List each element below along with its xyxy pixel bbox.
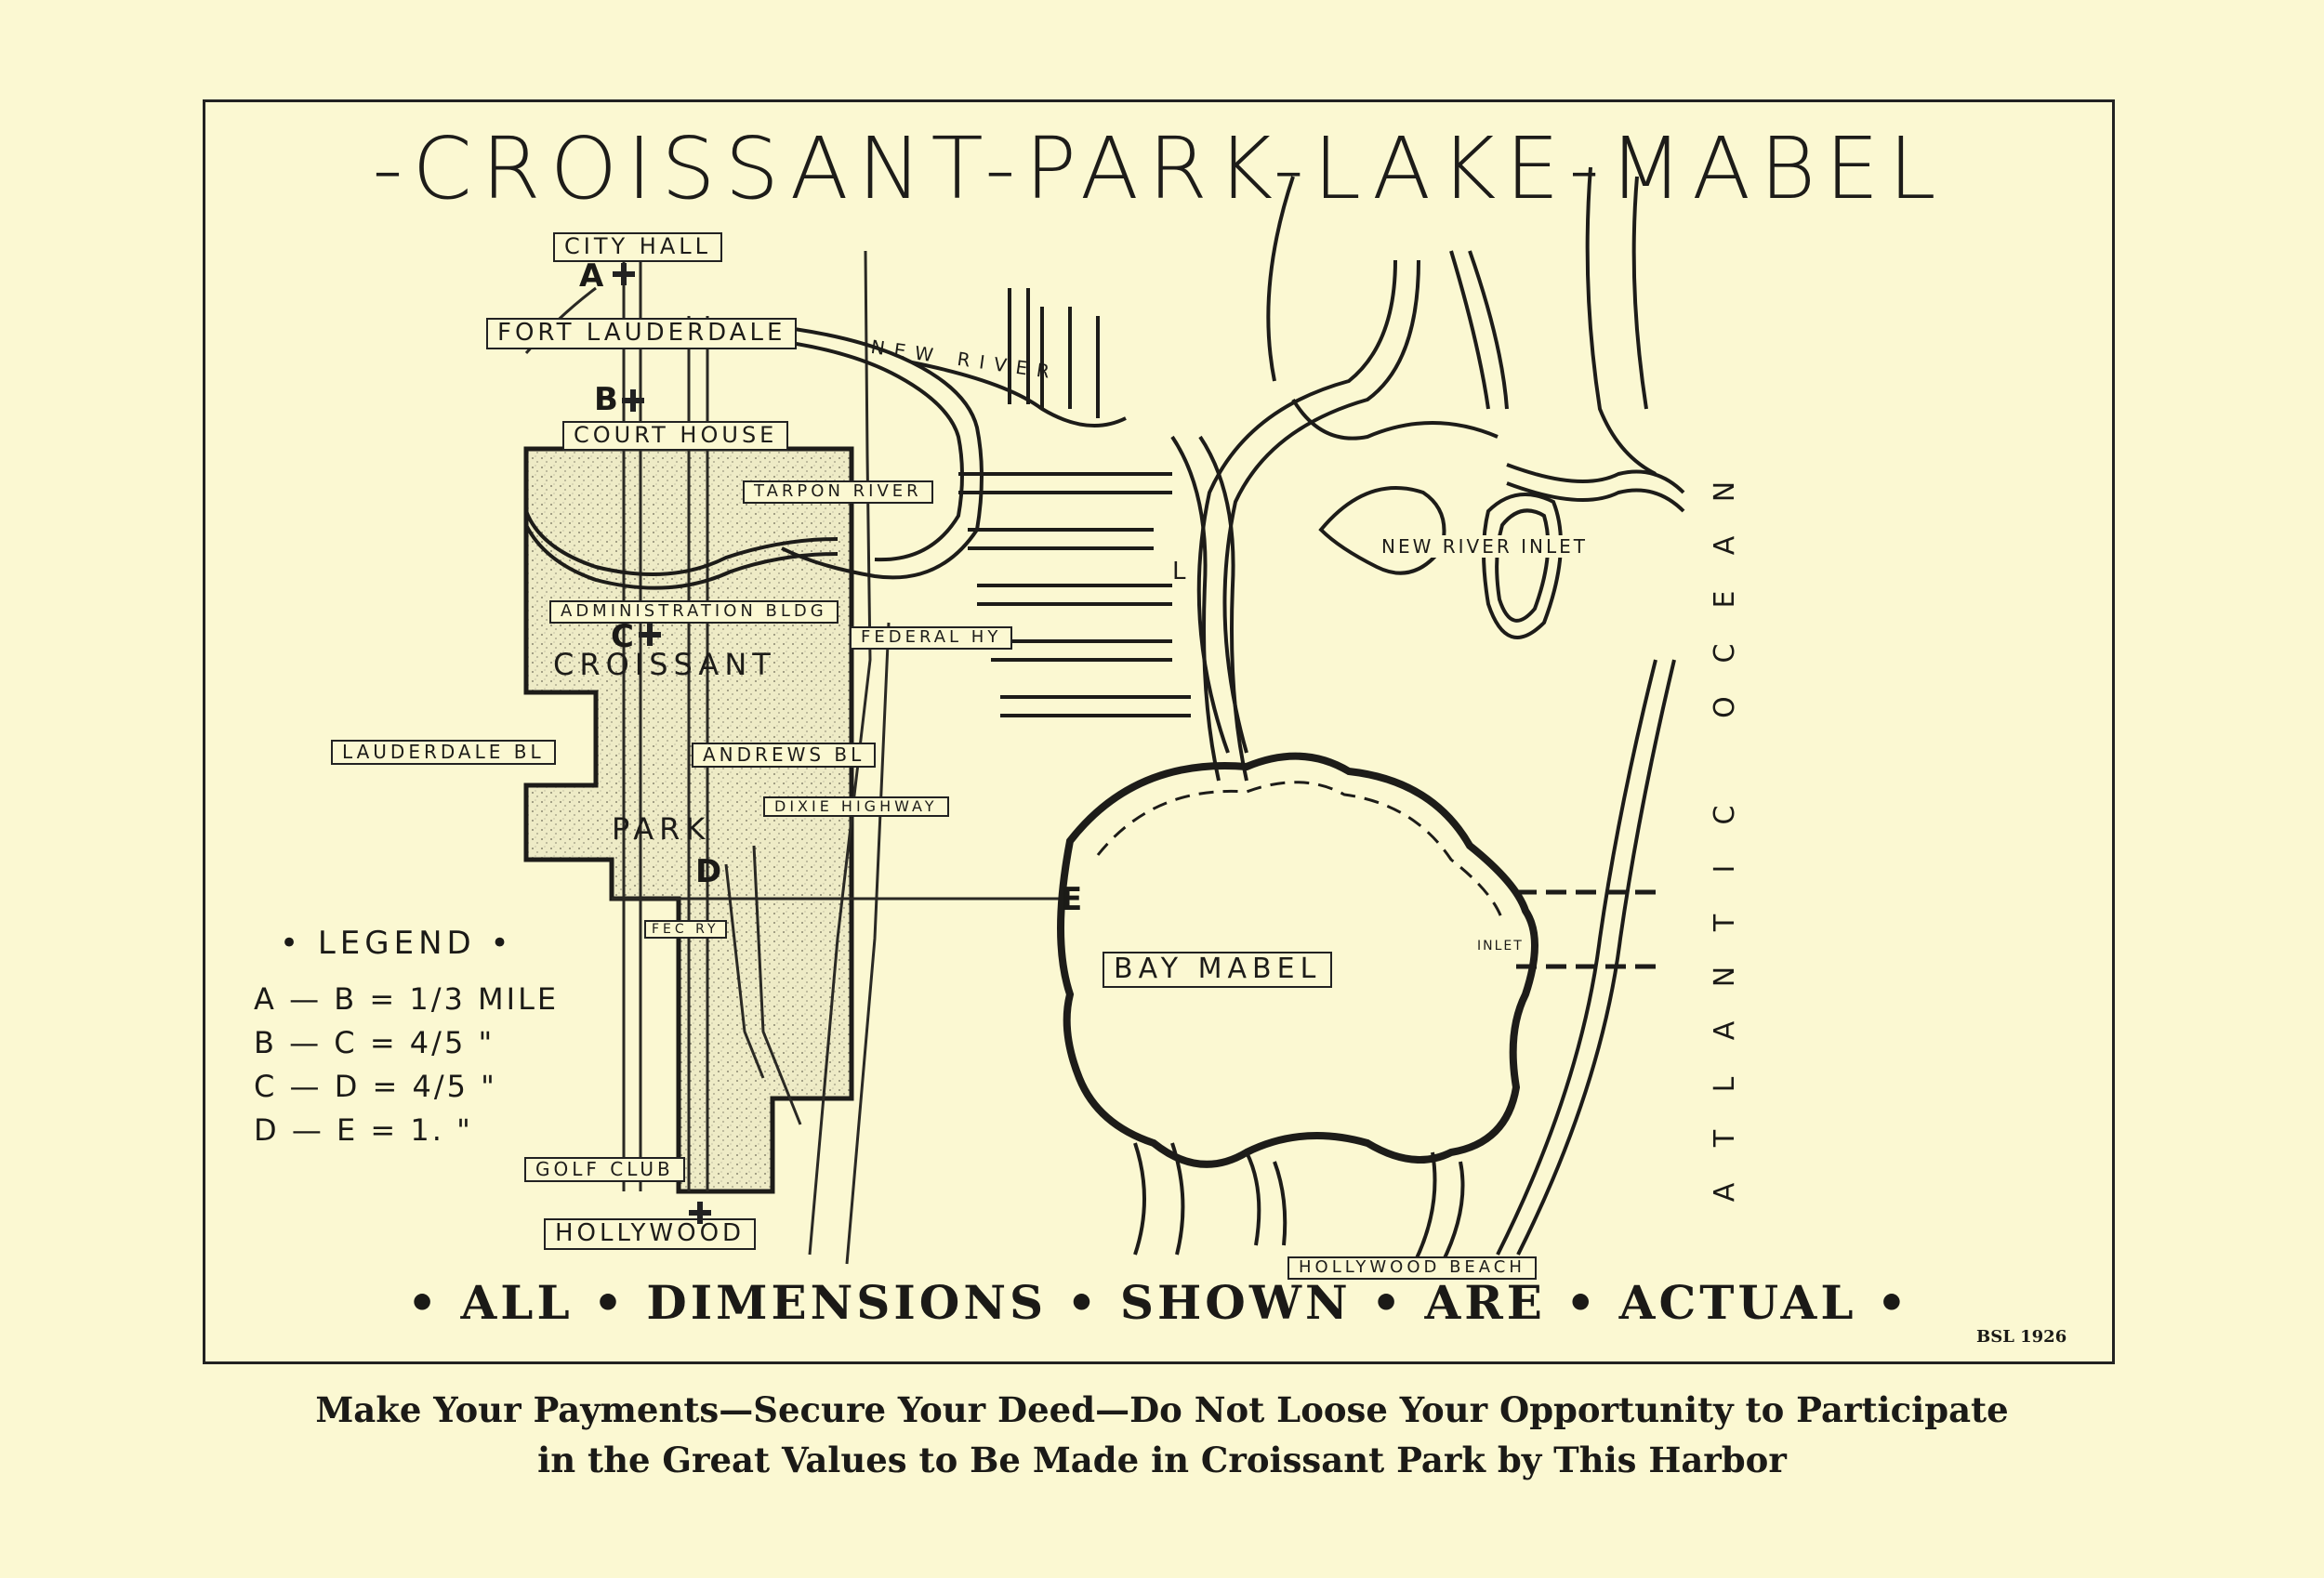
label-city-hall: CITY HALL (553, 232, 722, 262)
label-park: PARK (612, 811, 711, 847)
marker-c: C (611, 618, 634, 655)
label-fort-lauderdale: FORT LAUDERDALE (486, 318, 798, 349)
marker-b: B (594, 381, 618, 418)
hollywood-cross-icon (689, 1202, 711, 1224)
label-administration-bldg: ADMINISTRATION BLDG (549, 600, 838, 624)
court-house-cross-icon (622, 389, 644, 412)
label-new-river-inlet: NEW RIVER INLET (1381, 535, 1588, 558)
marker-a: A (579, 257, 604, 295)
marker-e: E (1061, 881, 1083, 918)
label-croissant: CROISSANT (553, 647, 776, 682)
label-andrews-bl: ANDREWS BL (692, 743, 877, 768)
rivers (524, 323, 1127, 590)
caption-line-1: Make Your Payments—Secure Your Deed—Do N… (315, 1389, 2009, 1430)
label-bay-mabel: BAY MABEL (1103, 952, 1333, 988)
label-federal-hy: FEDERAL HY (850, 626, 1013, 650)
marker-l: L (1172, 558, 1186, 585)
label-tarpon-river: TARPON RIVER (743, 480, 933, 504)
city-hall-cross-icon (613, 263, 635, 285)
label-lauderdale-bl: LAUDERDALE BL (331, 740, 556, 765)
bay-mabel-shoreline (1057, 752, 1538, 1168)
map-drawing (523, 166, 1685, 1265)
roads (524, 250, 1070, 1265)
marker-d: D (695, 853, 722, 890)
legend-row-ab: A — B = 1/3 MILE (254, 981, 560, 1017)
legend-title: • LEGEND • (280, 925, 514, 962)
caption-line-2: in the Great Values to Be Made in Croiss… (537, 1440, 1787, 1480)
map-title: -CROISSANT-PARK-LAKE-MABEL (372, 119, 1946, 218)
label-hollywood-beach: HOLLYWOOD BEACH (1287, 1256, 1537, 1280)
inlet-channels (1133, 889, 1656, 1265)
map-frame: -CROISSANT-PARK-LAKE-MABEL CITY HALL FOR… (203, 99, 2115, 1364)
artist-signature: BSL 1926 (1976, 1327, 2067, 1347)
administration-cross-icon (639, 624, 661, 646)
label-golf-club: GOLF CLUB (524, 1157, 685, 1182)
label-court-house: COURT HOUSE (562, 421, 789, 451)
canals (958, 288, 1248, 782)
label-dixie-highway: DIXIE HIGHWAY (763, 796, 949, 818)
legend-row-cd: C — D = 4/5 " (254, 1069, 497, 1104)
legend-row-de: D — E = 1. " (254, 1112, 473, 1148)
label-hollywood: HOLLYWOOD (544, 1218, 757, 1250)
intracoastal (1196, 166, 1685, 1256)
dimensions-note: • ALL • DIMENSIONS • SHOWN • ARE • ACTUA… (407, 1275, 1910, 1330)
label-inlet: INLET (1477, 939, 1524, 953)
legend-row-bc: B — C = 4/5 " (254, 1025, 495, 1060)
label-fec-ry: FEC RY (644, 920, 727, 940)
